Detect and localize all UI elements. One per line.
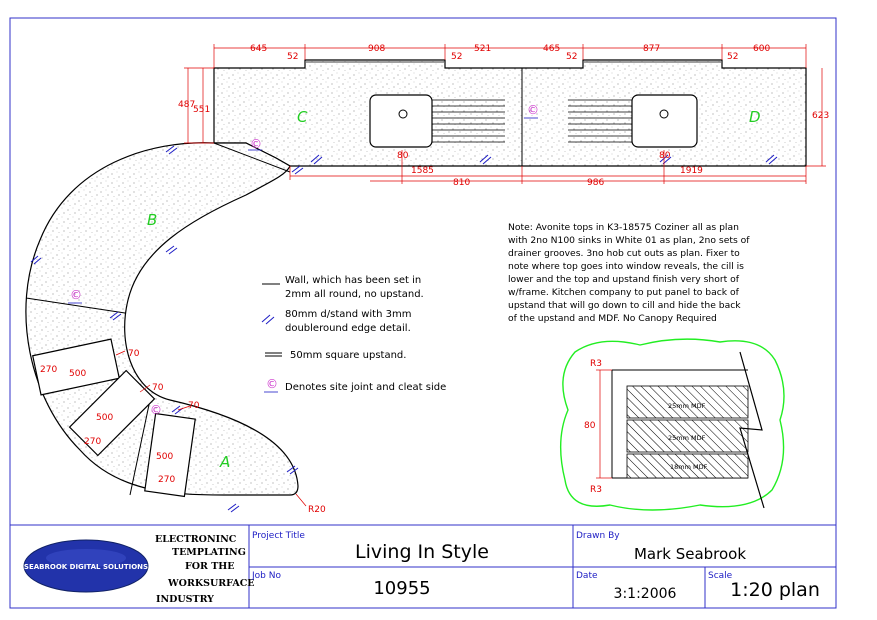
sink-left [369, 94, 433, 148]
section-label-d: D [749, 108, 761, 126]
drainer-grooves-right [568, 99, 632, 143]
dim-hob3-270: 270 [158, 475, 175, 485]
job-no: 10955 [373, 578, 430, 599]
site-joint-symbol: © [527, 103, 539, 117]
dim-top-465: 465 [543, 44, 560, 54]
section-layer-1: 25mm MDF [668, 402, 706, 410]
site-joint-symbol: © [250, 137, 262, 151]
site-joint-symbol: © [70, 288, 82, 302]
logo-text: SEABROOK DIGITAL SOLUTIONS [24, 563, 148, 571]
legend-joint-symbol: © [266, 377, 278, 391]
legend-wall-line2: 2mm all round, no upstand. [285, 289, 424, 300]
legend-wall-line1: Wall, which has been set in [285, 275, 421, 286]
hob-cutout-2 [68, 369, 156, 457]
section-r-bottom: R3 [590, 485, 602, 495]
dim-hob2-70: 70 [152, 383, 164, 393]
sink-right [631, 94, 698, 148]
note-line: note where top goes into window reveals,… [508, 261, 744, 272]
dim-right-623: 623 [812, 111, 829, 121]
note-line: w/frame. Kitchen company to put panel to… [508, 287, 740, 298]
drawn-by-label: Drawn By [576, 531, 620, 541]
dim-top-52-a: 52 [287, 52, 298, 62]
dim-top-908: 908 [368, 44, 385, 54]
dim-top-52-d: 52 [727, 52, 738, 62]
hob-cutout-3 [144, 412, 196, 498]
joint-line [213, 142, 291, 173]
dim-bottom-810: 810 [453, 178, 470, 188]
dim-top-52-c: 52 [566, 52, 577, 62]
dim-hob1-500: 500 [69, 369, 86, 379]
note-line: drainer grooves. 3no hob cut outs as pla… [508, 248, 740, 259]
dim-top-877: 877 [643, 44, 660, 54]
section-layer-3: 18mm MDF [670, 463, 708, 471]
dim-top-600: 600 [753, 44, 770, 54]
joint-line [25, 297, 126, 314]
dim-left-551: 551 [193, 105, 210, 115]
note-block: Note: Avonite tops in K3-18575 Coziner a… [508, 222, 750, 324]
scale-label: Scale [708, 571, 733, 581]
company-line: WORKSURFACE [167, 578, 255, 589]
date: 3:1:2006 [614, 586, 677, 602]
legend-edge-line1: 80mm d/stand with 3mm [285, 309, 411, 320]
dim-top-645: 645 [250, 44, 267, 54]
section-r-top: R3 [590, 359, 602, 369]
scale: 1:20 plan [730, 579, 820, 601]
dim-bottom-1919: 1919 [680, 166, 703, 176]
revision-cloud [559, 338, 785, 511]
company-line: TEMPLATING [172, 547, 246, 558]
dim-bottom-986: 986 [587, 178, 604, 188]
hob-cutout-1 [32, 338, 120, 396]
title-block: SEABROOK DIGITAL SOLUTIONS ELECTRONINC T… [9, 524, 837, 609]
edge-detail-marks [30, 145, 778, 513]
dim-hob3-500: 500 [156, 452, 173, 462]
project-title-label: Project Title [252, 531, 305, 541]
company-line: INDUSTRY [156, 594, 214, 605]
dim-hob1-70: 70 [128, 349, 140, 359]
joint-line [129, 399, 151, 496]
section-height: 80 [584, 421, 596, 431]
section-layer-2: 25mm MDF [668, 434, 706, 442]
dim-sink-offset-right: 80 [659, 151, 671, 161]
note-line: lower and the top and upstand finish ver… [508, 274, 740, 285]
dim-hob2-270: 270 [84, 437, 101, 447]
dim-hob2-500: 500 [96, 413, 113, 423]
note-line: of the upstand and MDF. No Canopy Requir… [508, 313, 717, 324]
dimension-lines [115, 44, 826, 507]
dim-sink-offset-left: 80 [397, 151, 409, 161]
section-label-b: B [147, 211, 157, 229]
note-line: with 2no N100 sinks in White 01 as plan,… [508, 235, 750, 246]
legend-edge-line2: doubleround edge detail. [285, 323, 411, 334]
site-joint-symbol: © [150, 403, 162, 417]
section-detail: R3 R3 80 25mm MDF 25mm MDF 18mm MDF [559, 338, 785, 511]
legend: Wall, which has been set in 2mm all roun… [261, 275, 446, 393]
dim-hob3-70: 70 [188, 401, 200, 411]
dim-hob1-270: 270 [40, 365, 57, 375]
note-line: upstand that will go down to cill and hi… [508, 300, 741, 311]
legend-upstand: 50mm square upstand. [290, 350, 406, 361]
job-no-label: Job No [251, 571, 281, 581]
dim-top-521: 521 [474, 44, 491, 54]
dim-radius-r20: R20 [308, 505, 326, 515]
section-label-c: C [297, 108, 308, 126]
drainer-grooves-left [432, 99, 505, 143]
dim-top-52-b: 52 [451, 52, 462, 62]
dim-left-487: 487 [178, 100, 195, 110]
section-label-a: A [219, 453, 230, 471]
date-label: Date [576, 571, 598, 581]
project-title: Living In Style [355, 541, 489, 563]
note-line: Note: Avonite tops in K3-18575 Coziner a… [508, 222, 739, 233]
legend-joint: Denotes site joint and cleat side [285, 382, 446, 393]
drawn-by: Mark Seabrook [634, 545, 746, 563]
company-line: FOR THE [185, 561, 235, 572]
company-line: ELECTRONINC [155, 534, 237, 545]
dim-bottom-1585: 1585 [411, 166, 434, 176]
